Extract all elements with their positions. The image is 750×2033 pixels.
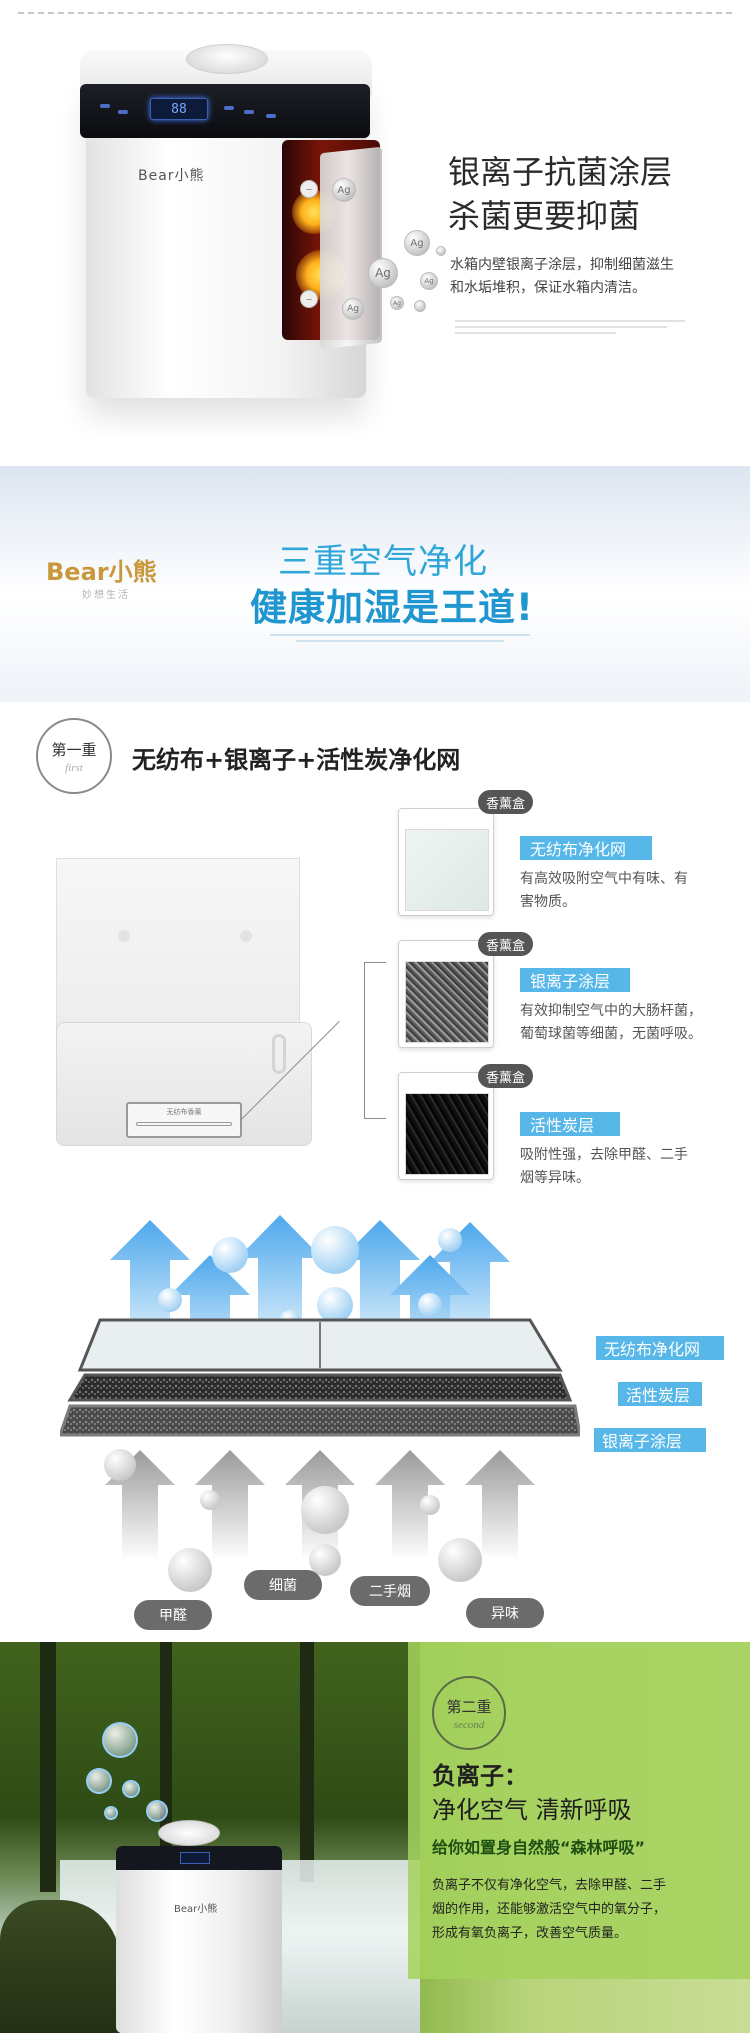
- negative-ion-bubble: [102, 1722, 138, 1758]
- filter-name-silver: 银离子涂层: [520, 968, 630, 992]
- panel-indicator: [224, 106, 234, 110]
- silver-ion-description-line2: 和水垢堆积，保证水箱内清洁。: [450, 280, 646, 296]
- aroma-box-tag: 香薰盒: [478, 932, 534, 956]
- first-layer-title: 无纺布+银离子+活性炭净化网: [132, 746, 461, 774]
- filter-panel-illustration: [56, 858, 300, 1040]
- humidifier-display: [180, 1852, 210, 1864]
- negative-ion-desc-line: 负离子不仅有净化空气，去除甲醛、二手: [432, 1878, 667, 1893]
- silver-ion-ball: Ag: [420, 272, 438, 290]
- purification-banner: [0, 466, 750, 702]
- display-value: 88: [171, 101, 187, 117]
- pollutant-smoke: 二手烟: [350, 1576, 430, 1606]
- filter-name-carbon: 活性炭层: [520, 1112, 620, 1136]
- pollutant-bacteria: 细菌: [244, 1570, 322, 1600]
- connector-line: [364, 1118, 386, 1119]
- negative-ion-desc-line: 烟的作用，还能够激活空气中的氧分子，: [432, 1902, 667, 1917]
- tree-trunk: [300, 1642, 314, 1882]
- filter-desc-line: 有高效吸附空气中有味、有: [520, 871, 688, 887]
- silver-ion-description: 水箱内壁银离子涂层，抑制细菌滋生 和水垢堆积，保证水箱内清洁。: [450, 254, 720, 300]
- filter-card-nonwoven: [398, 808, 494, 916]
- filter-desc-nonwoven: 有高效吸附空气中有味、有 害物质。: [520, 868, 730, 914]
- ion-minus-icon: −: [300, 180, 318, 198]
- pollutant-formaldehyde: 甲醛: [134, 1600, 212, 1630]
- negative-ion-bubble: [86, 1768, 112, 1794]
- negative-ion-title: 负离子：: [432, 1762, 528, 1790]
- silver-ion-ball: [414, 300, 426, 312]
- second-layer-badge: 第二重 second: [432, 1676, 506, 1750]
- top-dashed-divider: [18, 12, 732, 14]
- humidifier-product-photo: [116, 1846, 282, 2033]
- ion-minus-icon: −: [300, 290, 318, 308]
- aroma-box-tag: 香薰盒: [478, 1064, 534, 1088]
- negative-ion-bubble: [146, 1800, 168, 1822]
- layer-label-carbon: 活性炭层: [618, 1382, 702, 1406]
- badge-sublabel: first: [65, 761, 83, 774]
- banner-fine-print: [270, 634, 530, 642]
- silver-ion-ball: Ag: [390, 296, 404, 310]
- panel-indicator: [118, 110, 128, 114]
- aroma-slot-label: 无纺布香薰: [166, 1108, 202, 1116]
- layer-label-nonwoven: 无纺布净化网: [596, 1336, 724, 1360]
- humidifier-mist-knob: [158, 1820, 220, 1846]
- negative-ion-desc-line: 形成有氧负离子，改善空气质量。: [432, 1926, 628, 1941]
- badge-label: 第二重: [446, 1697, 492, 1716]
- panel-indicator: [100, 104, 110, 108]
- filter-desc-line: 葡萄球菌等细菌，无菌呼吸。: [520, 1026, 702, 1042]
- aroma-box-tag: 香薰盒: [478, 790, 534, 814]
- filter-desc-line: 害物质。: [520, 894, 576, 910]
- badge-sublabel: second: [453, 1718, 485, 1731]
- filter-name-nonwoven: 无纺布净化网: [520, 836, 652, 860]
- badge-label: 第一重: [51, 740, 97, 759]
- panel-indicator: [266, 114, 276, 118]
- humidifier-display: 88: [150, 98, 208, 120]
- silver-ion-title-line1: 银离子抗菌涂层: [448, 153, 673, 191]
- negative-ion-description: 负离子不仅有净化空气，去除甲醛、二手 烟的作用，还能够激活空气中的氧分子， 形成…: [432, 1874, 724, 1946]
- silver-ion-title-line2: 杀菌更要抑菌: [448, 197, 641, 235]
- negative-ion-bubble: [122, 1780, 140, 1798]
- silver-ion-title: 银离子抗菌涂层 杀菌更要抑菌: [448, 150, 672, 238]
- filter-desc-line: 吸附性强，去除甲醛、二手: [520, 1147, 688, 1163]
- filter-desc-carbon: 吸附性强，去除甲醛、二手 烟等异味。: [520, 1144, 734, 1190]
- fine-print-decoration: [455, 320, 685, 334]
- base-handle: [272, 1034, 286, 1074]
- aroma-tray: [136, 1122, 232, 1126]
- brand-slogan: 妙想生活: [82, 590, 130, 601]
- banner-headline: 三重空气净化: [278, 542, 488, 582]
- mossy-rock: [0, 1900, 120, 2033]
- connector-line: [364, 962, 365, 1118]
- negative-ion-bubble: [104, 1806, 118, 1820]
- silver-ion-ball: Ag: [342, 298, 364, 320]
- silver-ion-ball: Ag: [332, 178, 356, 202]
- filter-desc-line: 有效抑制空气中的大肠杆菌，: [520, 1003, 702, 1019]
- layer-label-silver: 银离子涂层: [594, 1428, 706, 1452]
- silver-ion-ball: Ag: [404, 230, 430, 256]
- pollutant-odor: 异味: [466, 1598, 544, 1628]
- banner-subheadline: 健康加湿是王道!: [250, 586, 534, 629]
- humidifier-mist-knob: [186, 44, 268, 74]
- filter-card-carbon: [398, 1072, 494, 1180]
- panel-indicator: [244, 110, 254, 114]
- product-brand-logo: Bear小熊: [138, 168, 205, 184]
- filter-card-silver: [398, 940, 494, 1048]
- silver-ion-ball: Ag: [368, 258, 398, 288]
- humidifier-control-panel: [80, 84, 370, 138]
- product-brand-logo: Bear小熊: [174, 1904, 218, 1915]
- forest-breathing-tagline: 给你如置身自然般“森林呼吸”: [432, 1838, 646, 1857]
- filter-stack-illustration: [60, 1215, 580, 1592]
- filter-desc-silver: 有效抑制空气中的大肠杆菌， 葡萄球菌等细菌，无菌呼吸。: [520, 1000, 736, 1046]
- panel-hole: [240, 930, 252, 942]
- silver-ion-ball: [436, 246, 446, 256]
- first-layer-badge: 第一重 first: [36, 718, 112, 794]
- filter-desc-line: 烟等异味。: [520, 1170, 590, 1186]
- negative-ion-subtitle: 净化空气 清新呼吸: [432, 1796, 632, 1824]
- tree-trunk: [40, 1642, 56, 1892]
- panel-hole: [118, 930, 130, 942]
- silver-ion-description-line1: 水箱内壁银离子涂层，抑制细菌滋生: [450, 257, 674, 273]
- bear-brand-logo: Bear小熊: [46, 558, 157, 586]
- connector-line: [364, 962, 386, 963]
